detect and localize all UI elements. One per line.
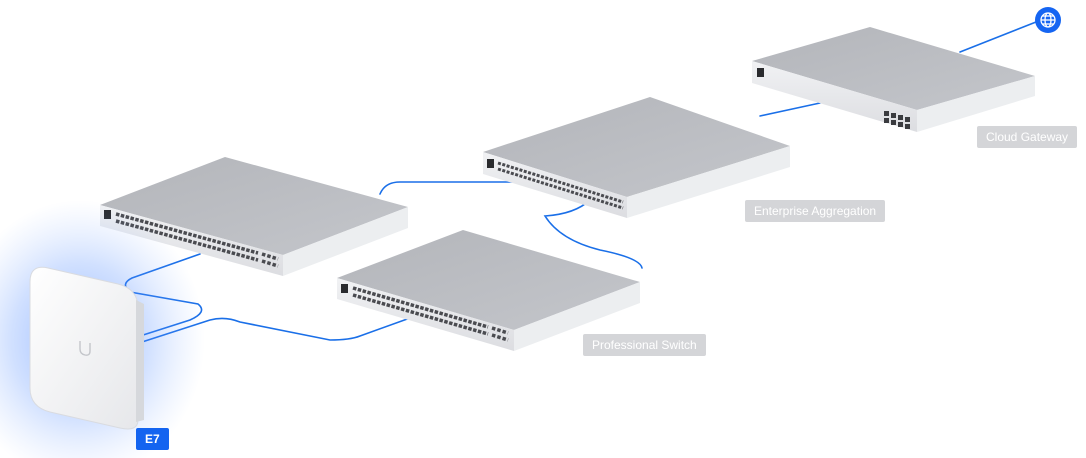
aggregation-to-professional-switch-cable [543,199,643,269]
port-cluster [884,111,910,129]
gateway-to-aggregation-cable [759,102,821,117]
console-port-icon [341,284,348,293]
console-port-icon [757,68,764,77]
professional-switch-label: Professional Switch [583,334,706,356]
e7-access-point[interactable] [0,200,205,458]
enterprise-aggregation-label: Enterprise Aggregation [745,200,886,222]
enterprise-aggregation-device[interactable] [483,97,790,218]
cloud-gateway-device[interactable] [752,27,1035,132]
console-port-icon [487,159,494,168]
uplink-ports [261,252,279,268]
uplink-ports [491,326,509,342]
e7-label[interactable]: E7 [136,428,169,450]
professional-switch-to-ap-cable [141,317,411,343]
globe-icon [1040,12,1056,28]
rj45-port-row [115,212,259,262]
internet-cable [959,21,1037,53]
internet-node[interactable] [1035,7,1061,33]
rj45-port-row [352,286,489,336]
ubiquiti-logo-icon [79,341,91,356]
sfp-port-row [497,161,624,210]
professional-switch-device[interactable] [337,230,640,351]
cloud-gateway-label: Cloud Gateway [977,126,1078,148]
